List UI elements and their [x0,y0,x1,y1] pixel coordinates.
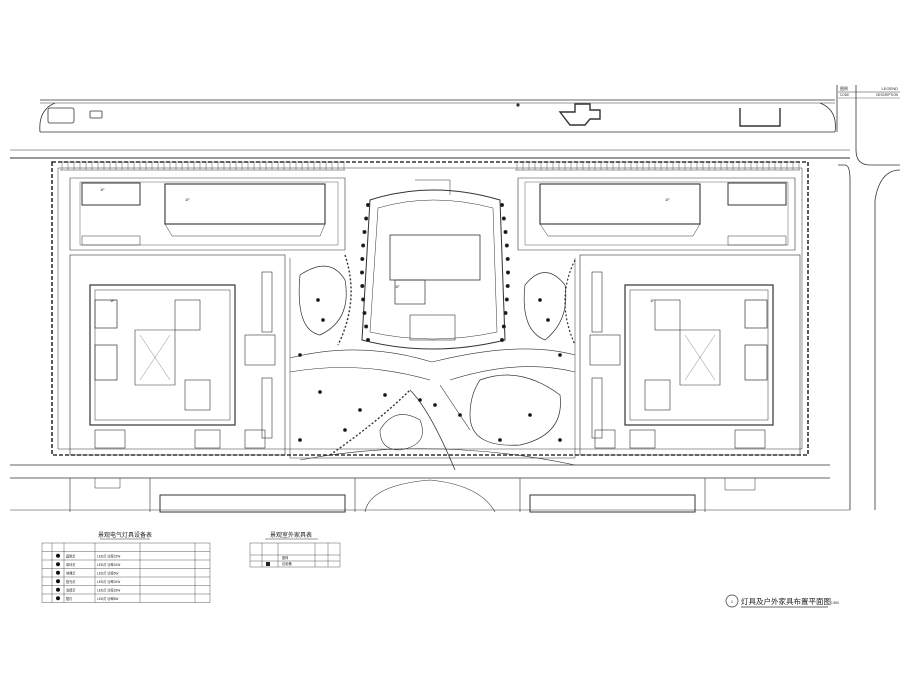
lamp-symbol [538,298,542,302]
lamp-symbol [458,413,462,417]
drawing-title-block: 1 灯具及户外家具布置平面图 1:500 [725,594,839,608]
bench-symbol [266,562,270,566]
lamp-symbol [433,403,437,407]
lamp-symbol [362,310,367,315]
lamp-symbol [418,398,422,402]
furniture-row-label: 垃圾桶 [282,561,292,566]
lamp-symbol [528,413,532,417]
lighting-row-spec: LED灯 功率5W [97,571,118,576]
legend-header [838,91,900,99]
central-landscape [289,254,576,471]
lighting-table-title: 景观电气灯具设备表 [98,531,152,539]
lamp-symbol [503,310,508,315]
lamp-symbol [318,390,322,394]
lighting-row-desc: 壁灯 [66,596,73,601]
lamp-symbol [501,216,506,221]
lighting-table: 景观电气灯具设备表 庭院灯 LED灯 功率15W 草坪灯 LED灯 功率10W 地埋灯 L… [41,531,211,603]
lamp-symbol [499,202,504,207]
lighting-row-desc: 地埋灯 [66,571,76,576]
lamp-symbol [498,438,502,442]
lamp-symbol [321,318,325,322]
legend-desc-header: DESCRIPTION [876,93,898,97]
lamp-legend-symbol [56,596,60,601]
drawing-number-circle [725,594,739,608]
lighting-row-spec: LED灯 功率8W [97,596,118,601]
legend-code-header: CODE [840,93,849,97]
right-road [836,85,900,510]
lamp-symbol [361,243,366,248]
lamp-symbol [359,270,364,275]
building-label: 1F [395,284,400,289]
building-ne [517,177,796,251]
lamp-legend-symbol [56,579,60,584]
parking-row-top [60,161,800,171]
top-road [39,99,836,133]
building-e [579,254,801,456]
building-label: 1F [110,298,115,303]
lighting-row-desc: 洗墙灯 [66,588,76,593]
lighting-row-desc: 投光灯 [66,579,76,584]
furniture-table: 景观室外家具表 座椅 垃圾桶 [249,531,341,568]
lamp-symbol [505,256,510,261]
lamp-symbol [365,202,370,207]
lamp-symbol [503,229,508,234]
lighting-row-spec: LED灯 功率18W [97,588,120,593]
lamp-symbol [501,324,506,329]
lighting-row-desc: 庭院灯 [66,554,76,559]
building-label: 1F [100,187,105,192]
building-label: 1F [650,298,655,303]
lamp-symbol [499,337,504,342]
lamp-symbol [505,283,510,288]
lamp-symbol [362,229,367,234]
building-labels: 1F 1F 1F 1F 1F 1F [100,187,670,303]
lamp-legend-symbol [56,553,60,558]
lamp-symbol [298,438,302,442]
lamp-symbol [383,393,387,397]
lighting-row-spec: LED灯 功率20W [97,579,120,584]
drawing-number: 1 [731,599,734,604]
tower-lights [359,202,510,342]
drawing-title: 灯具及户外家具布置平面图 [741,596,831,606]
lamp-symbol [504,297,509,302]
lamp-legend-symbol [56,562,60,567]
furniture-table-title: 景观室外家具表 [270,531,312,539]
lamp-symbol [360,283,365,288]
lamp-symbol [364,324,369,329]
lamp-symbol [316,298,320,302]
building-w [69,254,286,456]
lamp-symbol [505,270,510,275]
legend-title-en: LEGEND [882,86,899,91]
south-buildings [69,478,756,513]
building-label: 1F [665,197,670,202]
building-label: 1F [185,197,190,202]
lamp-legend-symbol [56,587,60,592]
lighting-row-spec: LED灯 功率10W [97,562,120,567]
lamp-legend-symbol [56,570,60,575]
central-tower [361,179,506,350]
lamp-symbol [364,216,369,221]
lamp-symbol [343,428,347,432]
lamp-symbol [546,318,550,322]
lamp-symbol [504,243,509,248]
lamp-symbol [361,297,366,302]
lighting-row-spec: LED灯 功率15W [97,554,120,559]
drawing-scale: 1:500 [831,601,839,605]
lamp-symbol [365,337,370,342]
furniture-row-label: 座椅 [282,555,289,560]
landscape-lights [298,298,562,442]
lamp-symbol [298,353,302,357]
lamp-symbol [558,353,562,357]
lamp-symbol [358,408,362,412]
legend-title-block: 图例 LEGEND CODE DESCRIPTION [840,85,899,97]
lamp-symbol [558,438,562,442]
lighting-row-desc: 草坪灯 [66,562,76,567]
lamp-symbol [360,256,365,261]
building-nw [69,177,346,251]
legend-title-cn: 图例 [840,85,848,91]
